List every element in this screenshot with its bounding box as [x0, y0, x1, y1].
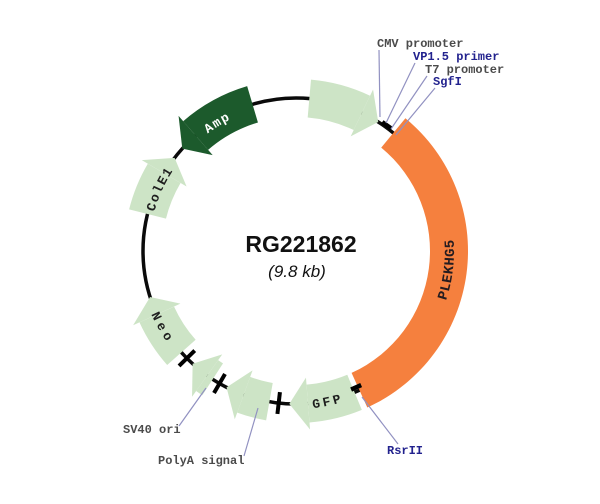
feature-cole1-arrowhead [141, 157, 187, 187]
rsrii-site-marker [350, 383, 363, 392]
plasmid-size: (9.8 kb) [268, 262, 326, 281]
boundary-tick [275, 391, 282, 415]
feature-cole1-band [129, 163, 181, 219]
boundary-tick [212, 372, 227, 395]
feature-polya-signal-band [237, 376, 273, 421]
leader-line-sgfi [395, 87, 436, 136]
boundary-tick [177, 349, 197, 368]
leader-line-rsrii [361, 396, 399, 445]
feature-sv40-ori-band [196, 360, 224, 396]
feature-amp-band [183, 86, 258, 150]
feature-amp-arrowhead [178, 115, 213, 156]
leader-line-cmv-promoter [378, 49, 381, 118]
label-sgfi: SgfI [433, 75, 462, 89]
feature-plekhg5-band [351, 118, 469, 408]
leader-line-t7-promoter [390, 75, 428, 130]
feature-neo-arrowhead [133, 297, 181, 326]
feature-cmv-promoter-band [307, 79, 371, 131]
feature-gfp-arrowhead [289, 377, 311, 430]
feature-cmv-promoter-arrowhead [350, 89, 379, 137]
label-t7-promoter: T7 promoter [425, 63, 504, 77]
feature-neo-band [139, 306, 196, 365]
label-rsrii: RsrII [387, 444, 423, 458]
feature-gfp-band [306, 374, 362, 423]
sgfi-site-marker [380, 120, 393, 131]
label-cmv-promoter: CMV promoter [377, 37, 463, 51]
label-polya-signal: PolyA signal [158, 454, 244, 468]
plasmid-title: RG221862 [245, 231, 356, 257]
leader-line-vp15-primer [385, 62, 416, 124]
feature-sv40-ori-arrowhead [192, 354, 223, 397]
label-vp15-primer: VP1.5 primer [413, 50, 499, 64]
label-sv40-ori: SV40 ori [123, 423, 181, 437]
leader-line-sv40-ori [178, 387, 207, 427]
leader-line-polya-signal [243, 407, 259, 457]
feature-polya-signal-arrowhead [226, 370, 253, 420]
